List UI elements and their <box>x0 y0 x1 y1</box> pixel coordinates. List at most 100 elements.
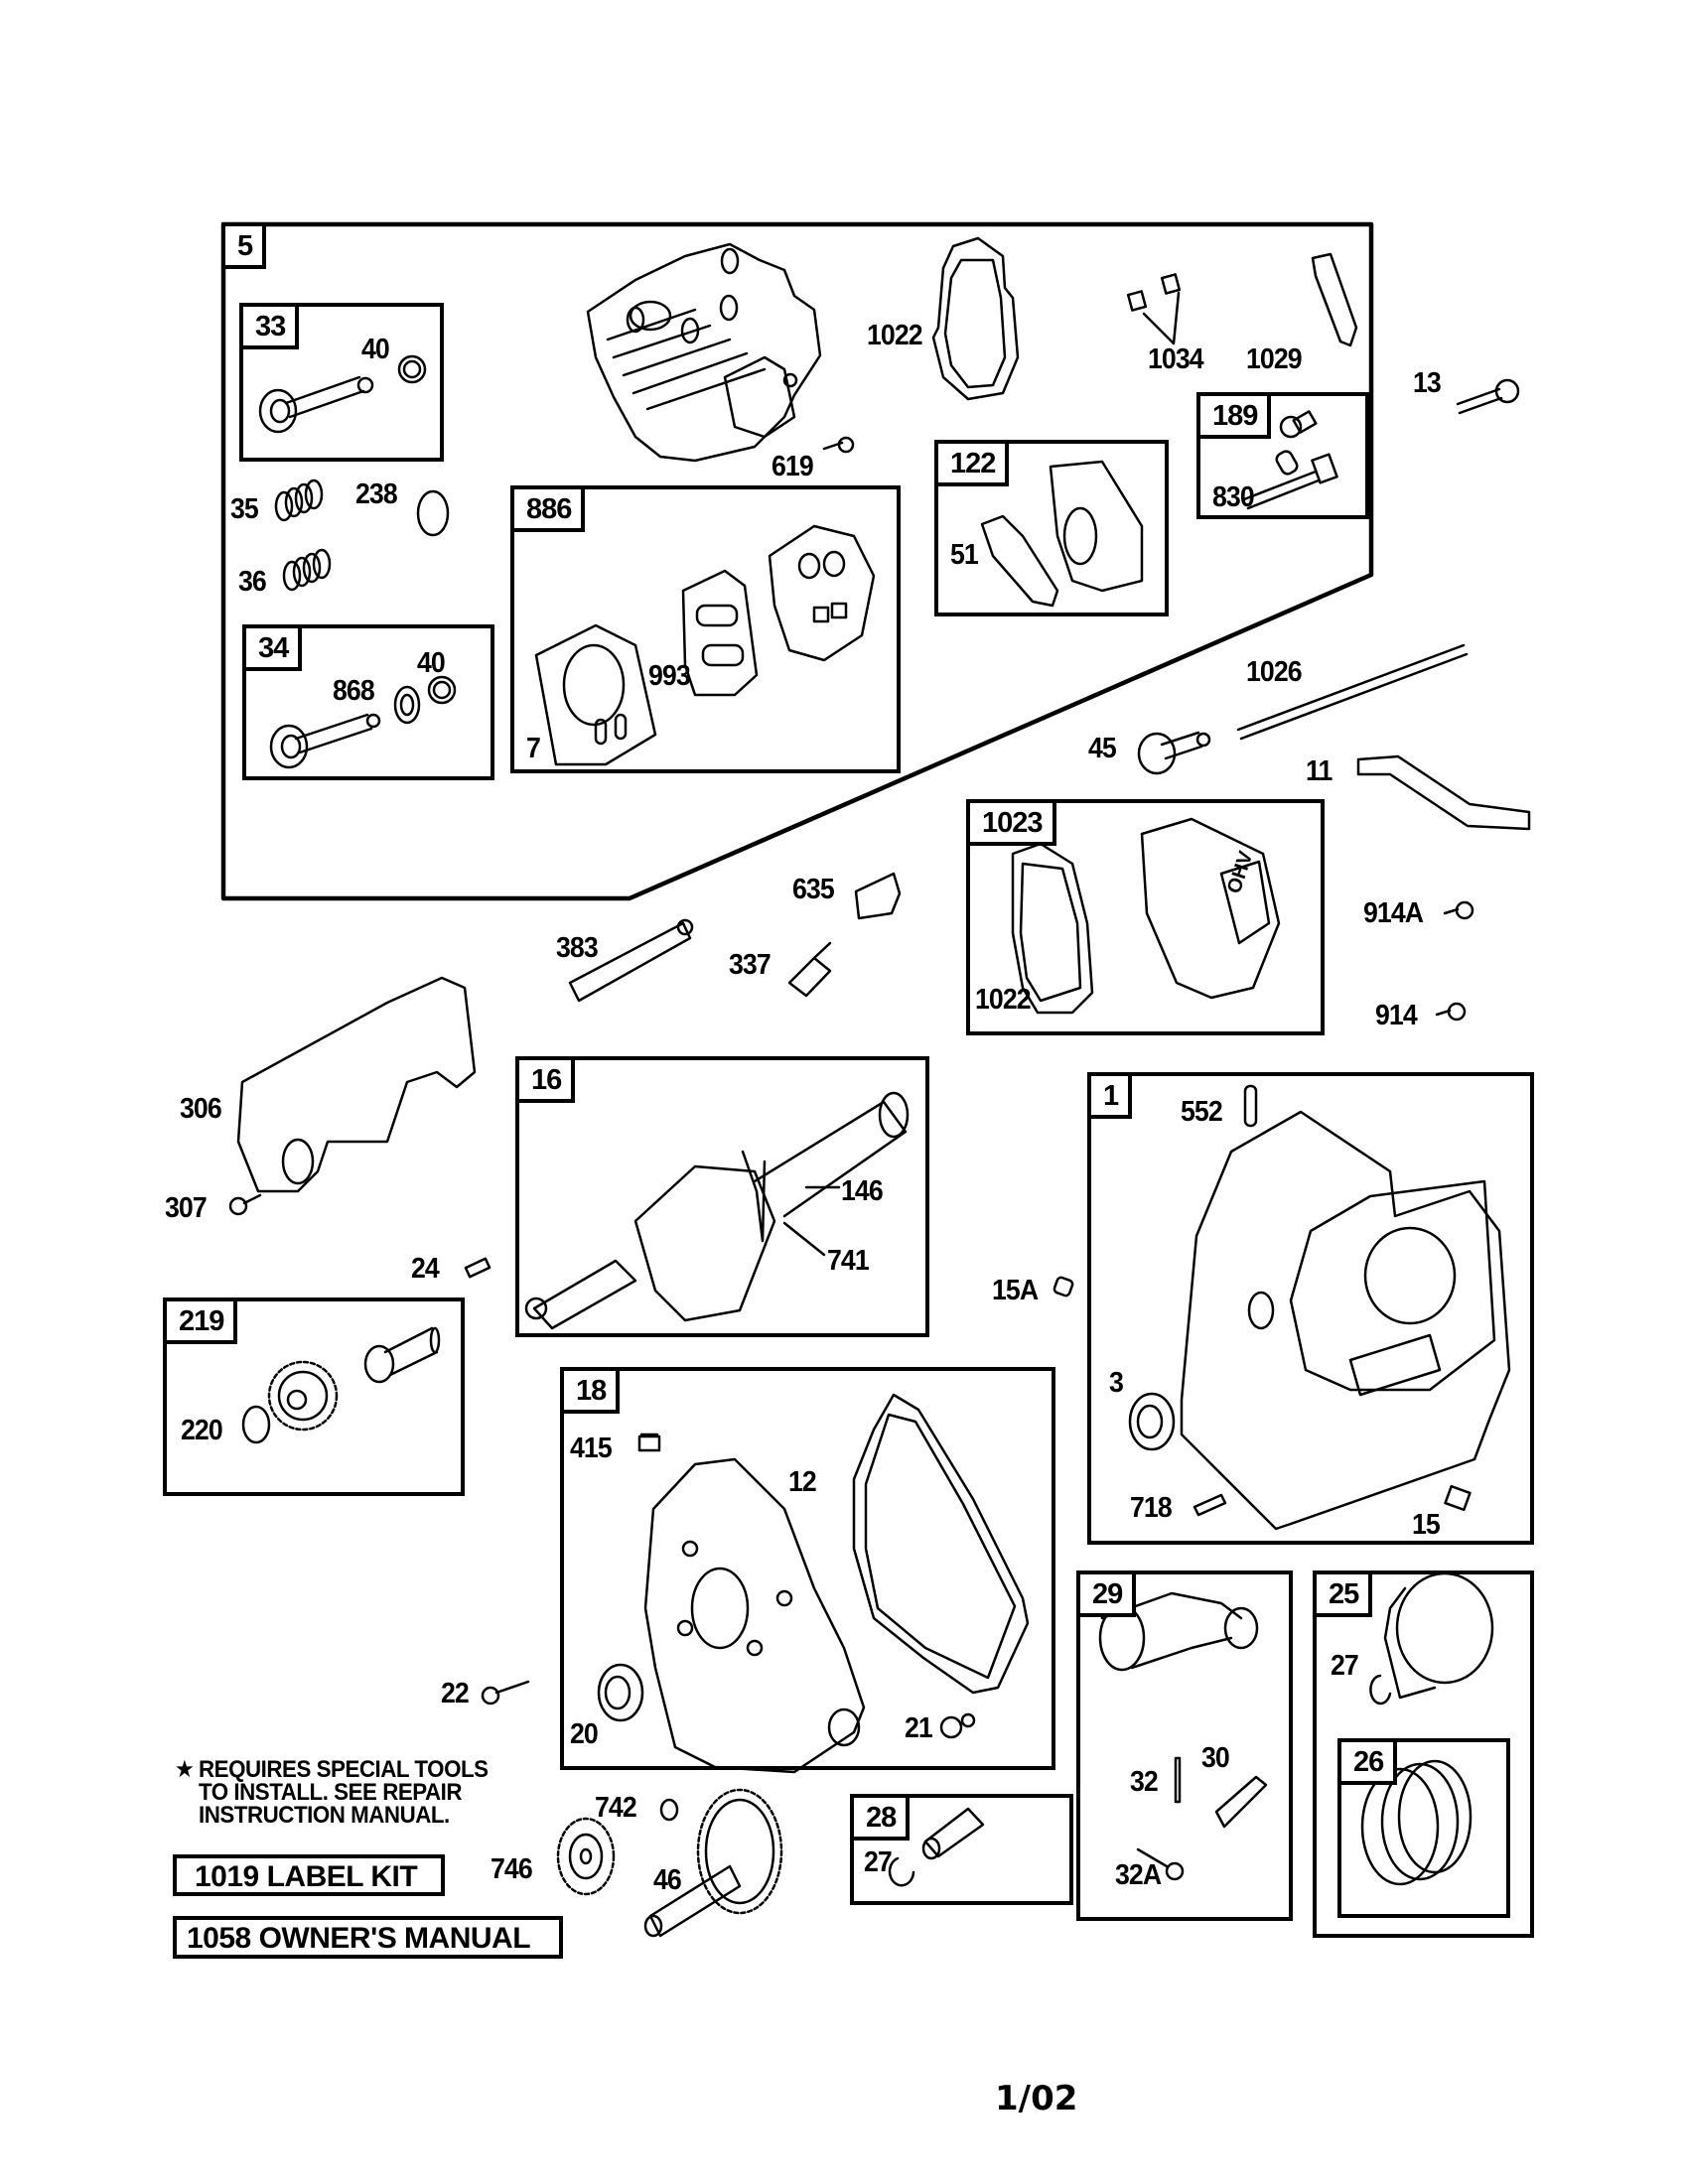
callout-619: 619 <box>772 451 814 482</box>
callout-1022-top: 1022 <box>867 320 923 351</box>
blower-housing-306-part <box>236 976 477 1193</box>
intake-elbow-part <box>1049 460 1144 593</box>
group-189-box: 189 <box>1196 392 1369 519</box>
group-25-box: 25 <box>1313 1570 1534 1938</box>
note-line-2: TO INSTALL. SEE REPAIR <box>199 1779 463 1806</box>
intake-gasket-51-part <box>980 514 1059 608</box>
dowel-552-part <box>1243 1084 1258 1128</box>
group-18-label: 18 <box>560 1367 621 1414</box>
group-34-box: 34 <box>242 624 494 780</box>
retaining-ring-27b-part <box>1369 1674 1392 1706</box>
valve-spring-35-part <box>274 478 324 522</box>
group-16-label: 16 <box>515 1056 576 1103</box>
callout-415: 415 <box>570 1433 613 1464</box>
callout-146: 146 <box>841 1175 884 1207</box>
callout-1034: 1034 <box>1148 343 1204 375</box>
governor-shaft-part <box>363 1326 441 1384</box>
callout-746: 746 <box>491 1853 533 1885</box>
group-122-label: 122 <box>934 440 1010 486</box>
callout-27-piston: 27 <box>1331 1650 1359 1682</box>
special-tools-note: ★ REQUIRES SPECIAL TOOLS TO INSTALL. SEE… <box>175 1758 489 1829</box>
callout-307: 307 <box>165 1192 208 1224</box>
callout-51: 51 <box>950 539 979 571</box>
plug-238-part <box>416 489 450 537</box>
rocker-gasket-1022-part <box>931 236 1020 401</box>
group-886-label: 886 <box>510 485 586 532</box>
spark-plug-boot-635-part <box>854 872 902 920</box>
callout-24: 24 <box>411 1253 440 1285</box>
callout-15a: 15A <box>992 1275 1039 1306</box>
callout-337: 337 <box>729 949 772 981</box>
callout-3: 3 <box>1109 1367 1124 1399</box>
callout-830: 830 <box>1212 481 1255 513</box>
callout-36: 36 <box>238 566 267 598</box>
cover-gasket-1022-part <box>1011 842 1094 1015</box>
crankshaft-part <box>524 1091 910 1330</box>
callout-868: 868 <box>333 675 375 707</box>
valve-cover-part <box>1140 817 1281 1000</box>
group-16-box: 16 <box>515 1056 929 1337</box>
head-gasket-7-part <box>534 623 657 766</box>
callout-32a: 32A <box>1115 1859 1162 1891</box>
leader-741 <box>782 1221 826 1257</box>
callout-21: 21 <box>905 1712 933 1744</box>
camshaft-46-part <box>643 1788 783 1938</box>
callout-40-lower: 40 <box>417 647 446 679</box>
group-122-box: 122 <box>934 440 1169 616</box>
bolt-619-part <box>822 436 855 454</box>
callout-20: 20 <box>570 1718 599 1750</box>
rod-bolt-32-part <box>1174 1756 1182 1804</box>
group-28-label: 28 <box>850 1794 911 1841</box>
group-34-label: 34 <box>242 624 303 671</box>
intake-valve-part <box>258 354 427 434</box>
drain-plug-21-part <box>939 1712 976 1739</box>
group-219-box: 219 <box>163 1297 465 1496</box>
cylinder-head-part <box>586 242 822 463</box>
group-5-outline <box>220 221 1374 901</box>
callout-1026: 1026 <box>1246 656 1303 688</box>
callout-220: 220 <box>181 1415 223 1446</box>
bolt-13-part <box>1456 378 1520 415</box>
governor-gear-part <box>267 1360 339 1432</box>
callout-741: 741 <box>827 1245 870 1277</box>
callout-11: 11 <box>1306 755 1333 787</box>
note-line-3: INSTRUCTION MANUAL. <box>199 1802 450 1829</box>
rocker-retainer-1034-part <box>1126 273 1182 345</box>
tappet-45-part <box>1137 731 1211 775</box>
group-1023-label: 1023 <box>966 799 1056 846</box>
revision-date: 1/02 <box>995 2079 1078 2118</box>
exhaust-valve-part <box>269 675 457 769</box>
plug-15a-part <box>1052 1276 1074 1297</box>
intake-gasket-993-part <box>681 569 759 697</box>
callout-45: 45 <box>1088 733 1117 764</box>
callout-635: 635 <box>792 874 835 905</box>
breather-plate-part <box>768 524 876 662</box>
breather-tube-11-part <box>1356 754 1531 831</box>
gear-746-part <box>556 1817 616 1896</box>
group-29-label: 29 <box>1076 1570 1137 1617</box>
callout-32: 32 <box>1130 1766 1159 1798</box>
dowel-718-part <box>1193 1493 1227 1517</box>
piston-rings-part <box>1360 1759 1473 1886</box>
callout-306: 306 <box>180 1093 222 1125</box>
callout-742: 742 <box>595 1792 637 1824</box>
valve-spring-36-part <box>282 548 332 592</box>
group-28-box: 28 <box>850 1794 1073 1905</box>
bolt-914-part <box>1435 1002 1467 1022</box>
callout-27-pin: 27 <box>864 1846 893 1878</box>
callout-914: 914 <box>1375 1000 1418 1031</box>
bolt-307-part <box>228 1193 262 1216</box>
callout-238: 238 <box>355 478 398 510</box>
oil-seal-20-part <box>597 1663 644 1722</box>
callout-35: 35 <box>230 493 259 525</box>
callout-383: 383 <box>556 932 599 964</box>
callout-22: 22 <box>441 1678 470 1709</box>
push-rod-1026-part <box>1236 643 1469 741</box>
group-219-label: 219 <box>163 1297 238 1344</box>
callout-993: 993 <box>648 660 691 692</box>
rod-bolt-32a-part <box>1136 1847 1185 1881</box>
label-kit-box: 1019 LABEL KIT <box>173 1854 445 1896</box>
callout-30: 30 <box>1201 1742 1230 1774</box>
group-1-box: 1 <box>1087 1072 1534 1545</box>
callout-1029: 1029 <box>1246 343 1303 375</box>
